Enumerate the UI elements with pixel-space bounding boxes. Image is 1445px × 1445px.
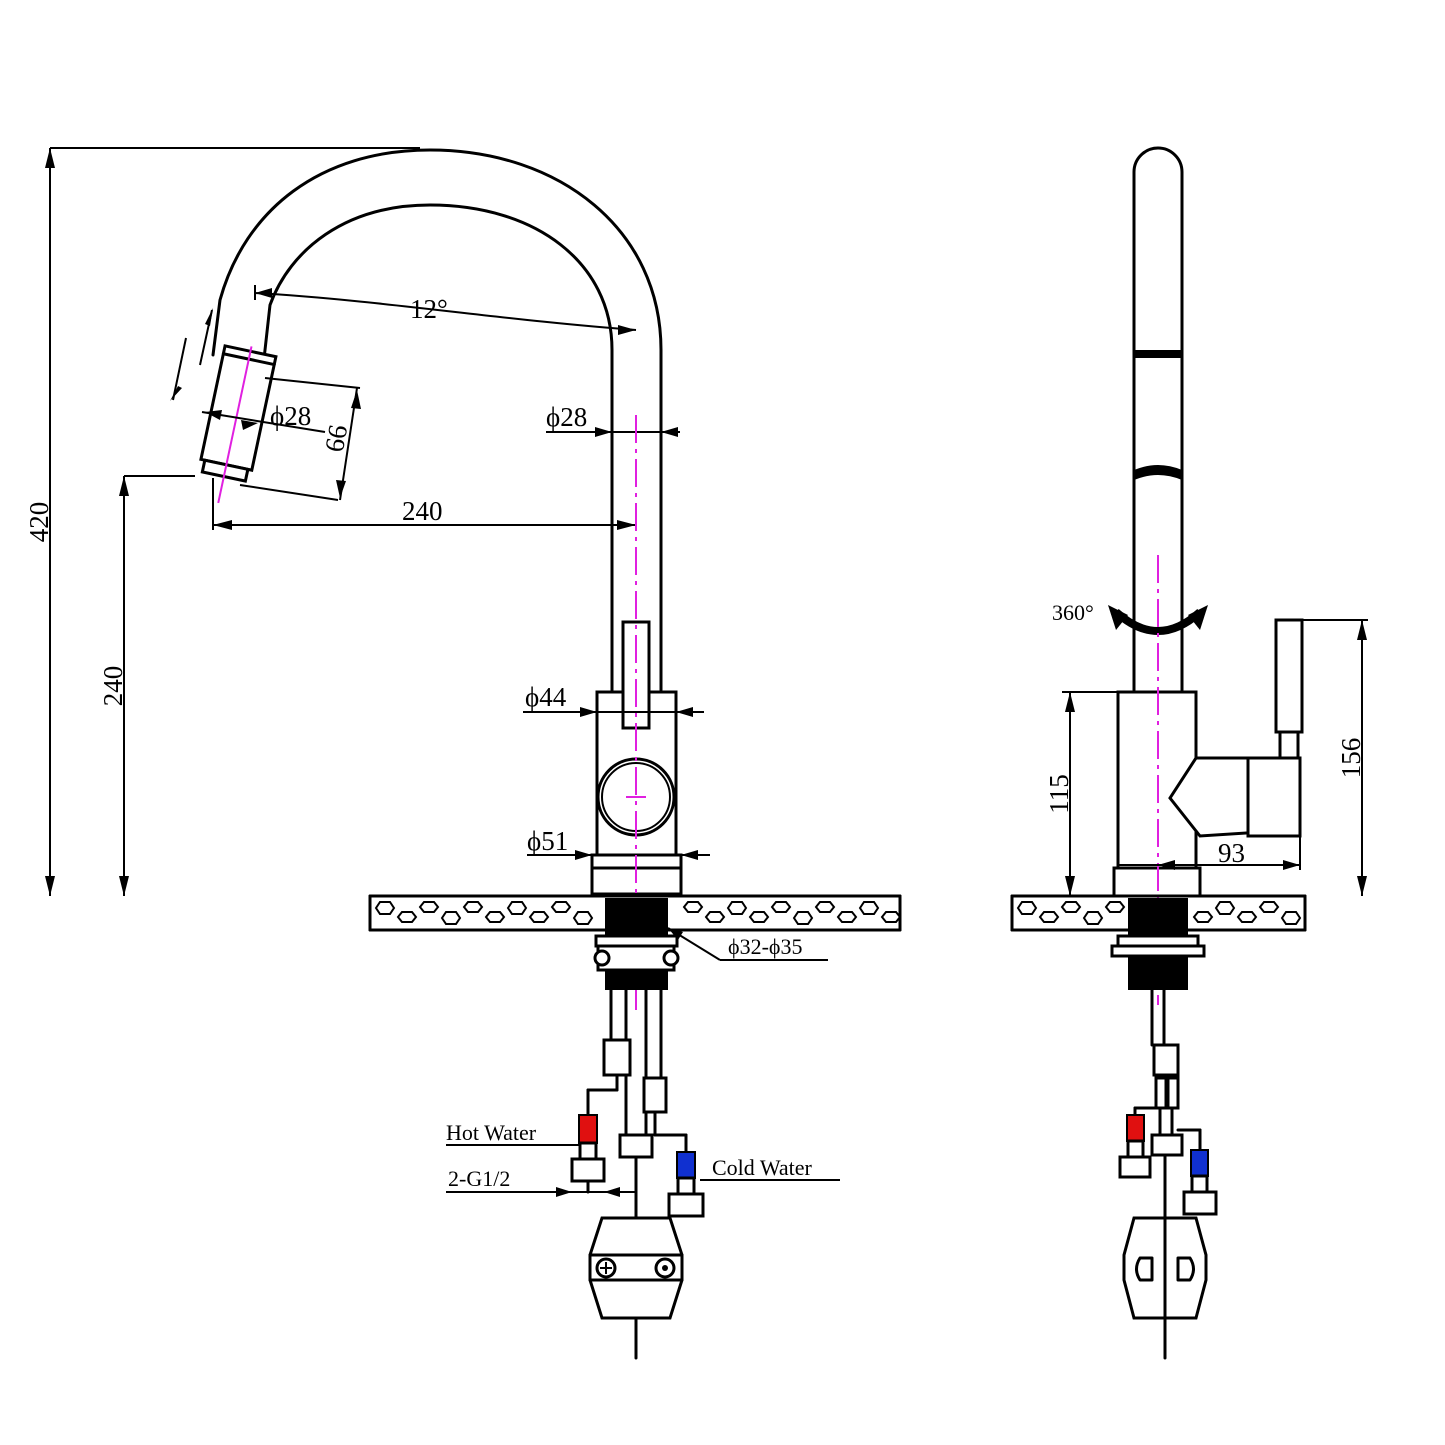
label-pipe-diameter: ϕ28	[546, 402, 587, 432]
cold-water-callout: Cold Water	[700, 1155, 840, 1181]
dim-spray-diameter: ϕ28	[201, 401, 326, 433]
dim-spout-height: 240	[98, 475, 195, 896]
pebble	[814, 901, 836, 913]
side-view: 360° 115 156	[1010, 146, 1368, 1360]
pebble	[528, 911, 550, 923]
dim-pipe-diameter: ϕ28	[546, 402, 680, 437]
pebble	[1038, 911, 1060, 923]
hot-water-callout: Hot Water	[446, 1120, 579, 1146]
dim-handle-height: 156	[1302, 619, 1368, 896]
pebble	[704, 911, 726, 923]
pebble	[1280, 911, 1302, 925]
pebble	[770, 901, 792, 913]
label-spray-length: 66	[319, 423, 353, 455]
pebble	[572, 911, 594, 925]
label-hot-water: Hot Water	[446, 1120, 537, 1145]
label-thread: 2-G1/2	[448, 1166, 510, 1191]
dim-body-height: 115	[1044, 691, 1118, 896]
pebble	[748, 911, 770, 923]
rotation-icon: 360°	[1052, 600, 1208, 635]
pebble	[1060, 901, 1082, 913]
pebble	[880, 911, 902, 923]
pebble	[858, 901, 880, 915]
label-base-diameter: ϕ51	[527, 826, 568, 856]
pebble	[1214, 901, 1236, 915]
pebble	[1236, 911, 1258, 923]
label-body-diameter: ϕ44	[525, 682, 567, 712]
label-spray-diameter: ϕ28	[270, 401, 311, 431]
countertop-side	[1010, 894, 1307, 932]
dim-body-diameter: ϕ44	[523, 682, 704, 717]
label-hole-diameter: ϕ32-ϕ35	[728, 934, 803, 959]
dim-base-diameter: ϕ51	[527, 826, 710, 860]
pebble	[1016, 901, 1038, 915]
pebble	[726, 901, 748, 915]
pebble	[1104, 901, 1126, 913]
thread-callout: 2-G1/2	[446, 1166, 636, 1197]
hoses-side	[1133, 1043, 1202, 1222]
pebble	[418, 901, 440, 913]
pebble	[1192, 911, 1214, 923]
label-handle-depth: 93	[1218, 838, 1245, 868]
pebble	[1082, 911, 1104, 925]
cold-water-valve	[667, 1151, 705, 1218]
label-body-height: 115	[1044, 774, 1074, 814]
hot-water-valve	[570, 1114, 606, 1194]
label-rotation: 360°	[1052, 600, 1094, 625]
pebble	[396, 911, 418, 923]
label-total-height: 420	[24, 502, 54, 543]
label-tilt-angle: 12°	[410, 294, 448, 324]
pebble	[1258, 901, 1280, 913]
dim-tilt-angle: 12°	[254, 285, 637, 335]
spout-arc	[211, 148, 663, 692]
pebble	[506, 901, 528, 915]
pebble	[682, 901, 704, 913]
pebble	[374, 901, 396, 915]
dim-handle-depth: 93	[1118, 836, 1301, 870]
pebble	[792, 911, 814, 925]
spray-head	[199, 344, 278, 504]
hot-color-tag	[578, 1114, 598, 1144]
label-cold-water: Cold Water	[712, 1155, 813, 1180]
pebble	[550, 901, 572, 913]
dim-spout-reach: 240	[212, 478, 636, 530]
pull-arrows-icon	[170, 308, 213, 401]
dim-hole-diameter: ϕ32-ϕ35	[667, 927, 828, 961]
dim-total-height: 420	[24, 147, 420, 896]
pebble	[836, 911, 858, 923]
side-handle	[1168, 618, 1304, 838]
mounting-shank-side	[1110, 898, 1206, 1047]
front-view: 420 240	[24, 147, 902, 1360]
side-spout	[1132, 146, 1184, 692]
label-handle-height: 156	[1336, 738, 1366, 779]
hose-weight-side	[1122, 1216, 1208, 1360]
label-spout-height: 240	[98, 666, 128, 707]
pebble	[484, 911, 506, 923]
side-hot-valve	[1118, 1114, 1152, 1179]
hose-weight-front	[588, 1216, 684, 1360]
hoses-front	[586, 1038, 688, 1220]
side-cold-valve	[1182, 1149, 1218, 1216]
pebble	[440, 911, 462, 925]
label-spout-reach: 240	[402, 496, 443, 526]
pebble	[462, 901, 484, 913]
dim-spray-length: 66	[239, 377, 361, 501]
cold-color-tag	[676, 1151, 696, 1179]
